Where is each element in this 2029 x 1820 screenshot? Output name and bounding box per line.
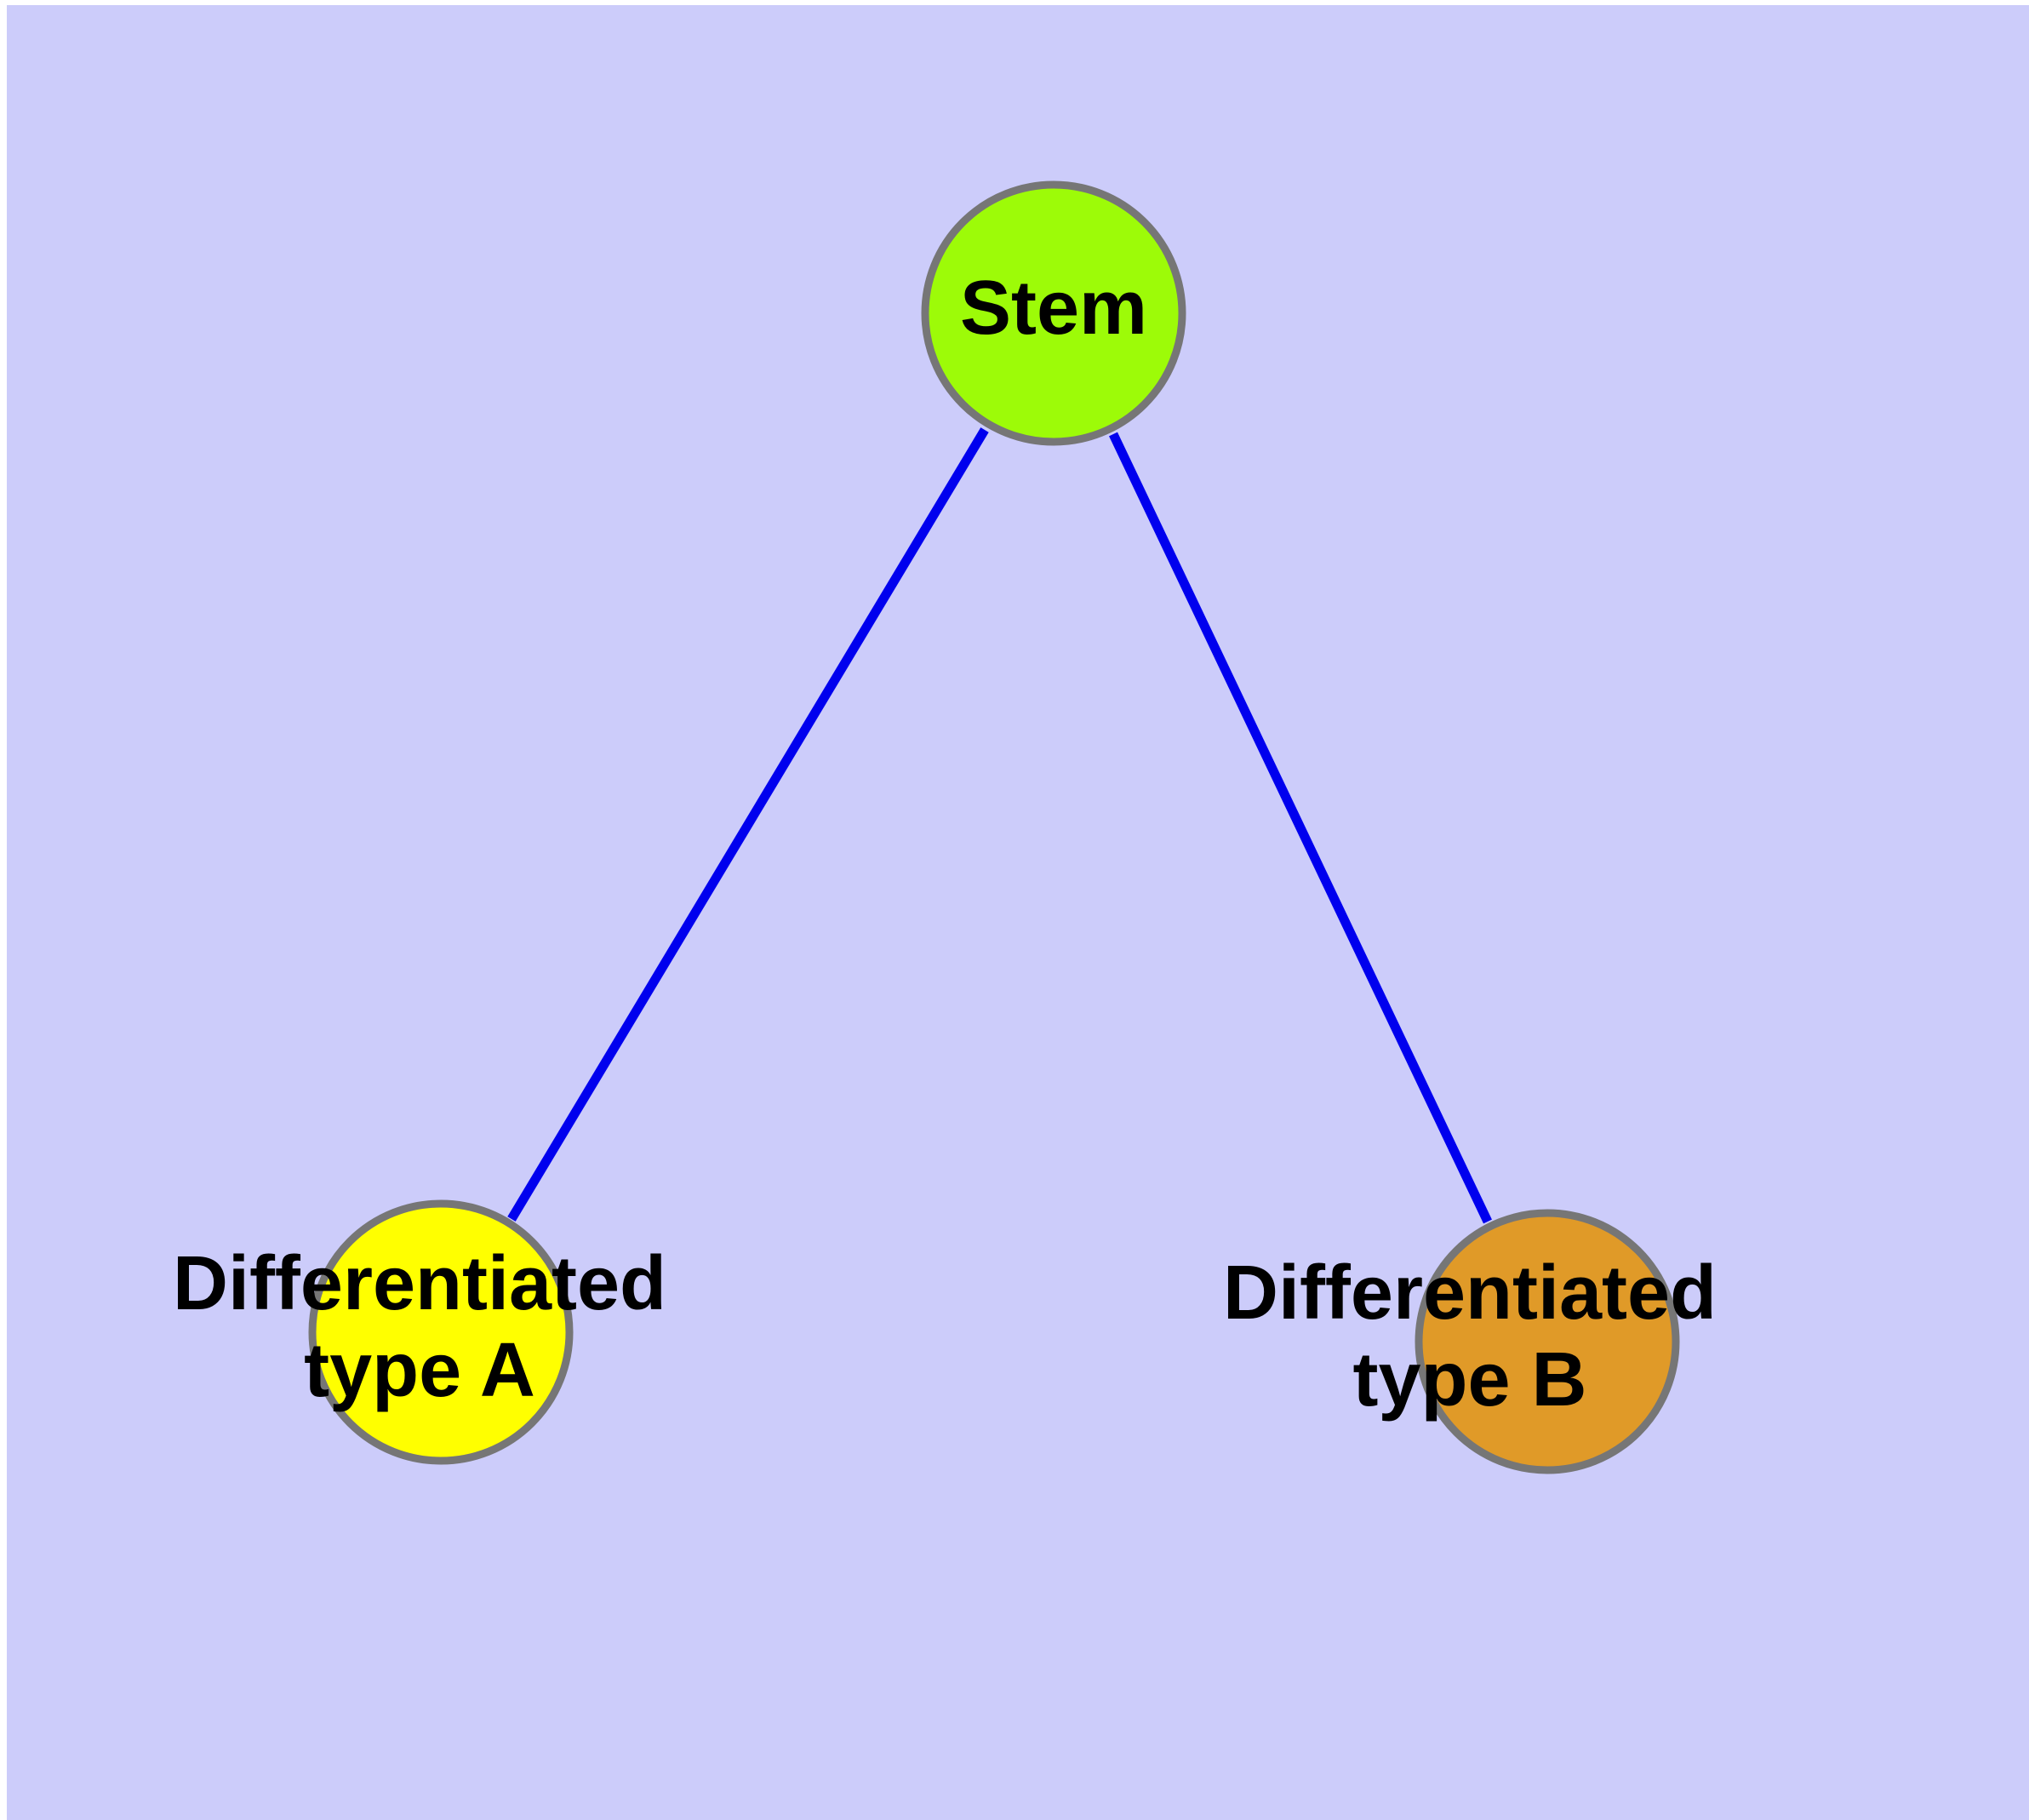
node-stem-label: Stem <box>960 266 1147 351</box>
edge-stem-to-differentiated-type-b[interactable] <box>1109 432 1492 1224</box>
node-stem[interactable]: Stem <box>921 180 1186 446</box>
edges-group <box>507 427 1492 1224</box>
node-differentiated-type-b-circle[interactable] <box>1415 1209 1680 1474</box>
edge-stem-to-differentiated-type-a[interactable] <box>507 427 989 1222</box>
node-stem-circle[interactable] <box>921 180 1186 446</box>
node-differentiated-type-a-circle[interactable] <box>308 1199 574 1465</box>
